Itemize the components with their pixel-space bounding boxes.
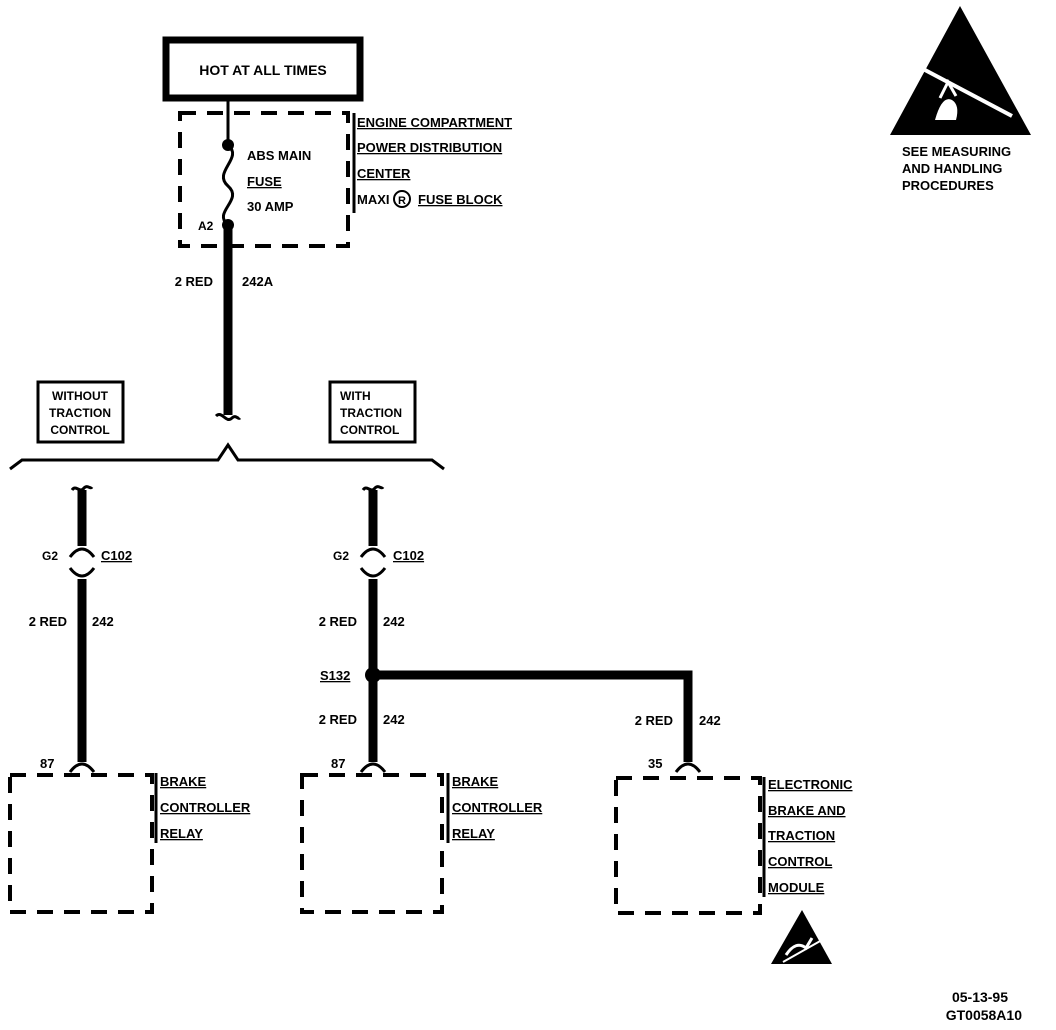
registered-mark-icon: R	[393, 190, 411, 208]
right-component-pin-icon	[674, 762, 702, 773]
middle-wire-lower-gauge-color: 2 RED	[319, 712, 357, 727]
right-component-line-3: TRACTION	[768, 828, 835, 843]
feed-wire-circuit: 242A	[242, 274, 274, 289]
fuse-symbol-icon	[221, 98, 235, 231]
esd-warning-icon	[890, 6, 1031, 135]
left-connector-icon	[68, 547, 96, 578]
left-component-line-2: CONTROLLER	[160, 800, 251, 815]
svg-text:CONTROL: CONTROL	[340, 423, 399, 437]
fuse-block-outline	[178, 111, 350, 248]
esd-notice-line-1: SEE MEASURING	[902, 144, 1011, 159]
svg-text:WITHOUT: WITHOUT	[52, 389, 109, 403]
fuse-name-line-1: ABS MAIN	[247, 148, 311, 163]
right-wire	[373, 670, 693, 762]
middle-wire-upper-gauge-color: 2 RED	[319, 614, 357, 629]
left-wire-circuit: 242	[92, 614, 114, 629]
fuse-rating: 30 AMP	[247, 199, 294, 214]
right-component-outline	[614, 776, 762, 915]
svg-text:TRACTION: TRACTION	[340, 406, 402, 420]
splice-label: S132	[320, 668, 350, 683]
svg-text:CONTROL: CONTROL	[50, 423, 109, 437]
middle-wire-lower-circuit: 242	[383, 712, 405, 727]
right-component-pin: 35	[648, 756, 662, 771]
middle-component-line-3: RELAY	[452, 826, 495, 841]
fuse-location-line-1: ENGINE COMPARTMENT	[357, 115, 512, 130]
power-source-label: HOT AT ALL TIMES	[199, 62, 327, 78]
fuse-location-line-2: POWER DISTRIBUTION	[357, 140, 502, 155]
right-component-line-2: BRAKE AND	[768, 803, 846, 818]
svg-text:R: R	[398, 195, 406, 207]
middle-wire-upper-circuit: 242	[383, 614, 405, 629]
fuse-terminal-label: A2	[198, 219, 214, 233]
footer-figure-id: GT0058A10	[946, 1007, 1022, 1023]
left-connector-name: C102	[101, 548, 132, 563]
left-wire-break-icon	[70, 485, 94, 492]
left-wire-gauge-color: 2 RED	[29, 614, 67, 629]
wire-break-icon	[214, 413, 242, 421]
fuse-location-line-4: MAXI	[357, 192, 390, 207]
left-component-outline	[8, 773, 154, 914]
left-component-line-3: RELAY	[160, 826, 203, 841]
svg-text:TRACTION: TRACTION	[49, 406, 111, 420]
left-component-pin-icon	[68, 762, 96, 773]
middle-component-outline	[300, 773, 444, 914]
middle-component-pin-icon	[359, 762, 387, 773]
esd-notice-line-3: PROCEDURES	[902, 178, 994, 193]
middle-component-line-2: CONTROLLER	[452, 800, 543, 815]
fuse-location-label: ENGINE COMPARTMENT POWER DISTRIBUTION CE…	[352, 113, 512, 213]
left-component-line-1: BRAKE	[160, 774, 207, 789]
fuse-location-line-3: CENTER	[357, 166, 411, 181]
left-connector-pin: G2	[42, 549, 58, 563]
middle-connector-pin: G2	[333, 549, 349, 563]
fuse-location-line-5: FUSE BLOCK	[418, 192, 503, 207]
right-wire-circuit: 242	[699, 713, 721, 728]
right-component-line-4: CONTROL	[768, 854, 832, 869]
feed-wire-gauge-color: 2 RED	[175, 274, 213, 289]
right-component-line-1: ELECTRONIC	[768, 777, 853, 792]
right-wire-gauge-color: 2 RED	[635, 713, 673, 728]
power-source-box: HOT AT ALL TIMES	[162, 36, 364, 102]
esd-warning-small-icon	[771, 910, 832, 964]
middle-connector-icon	[359, 547, 387, 578]
right-component-line-5: MODULE	[768, 880, 825, 895]
esd-notice-line-2: AND HANDLING	[902, 161, 1002, 176]
left-component-pin: 87	[40, 756, 54, 771]
middle-wire-break-icon	[361, 485, 385, 492]
middle-component-pin: 87	[331, 756, 345, 771]
fuse-name-line-2: FUSE	[247, 174, 282, 189]
option-with-traction-control: WITH TRACTION CONTROL	[328, 380, 417, 444]
middle-component-line-1: BRAKE	[452, 774, 499, 789]
footer-date: 05-13-95	[952, 989, 1008, 1005]
svg-text:WITH: WITH	[340, 389, 371, 403]
middle-connector-name: C102	[393, 548, 424, 563]
option-brace	[9, 442, 445, 471]
option-without-traction-control: WITHOUT TRACTION CONTROL	[36, 380, 125, 444]
